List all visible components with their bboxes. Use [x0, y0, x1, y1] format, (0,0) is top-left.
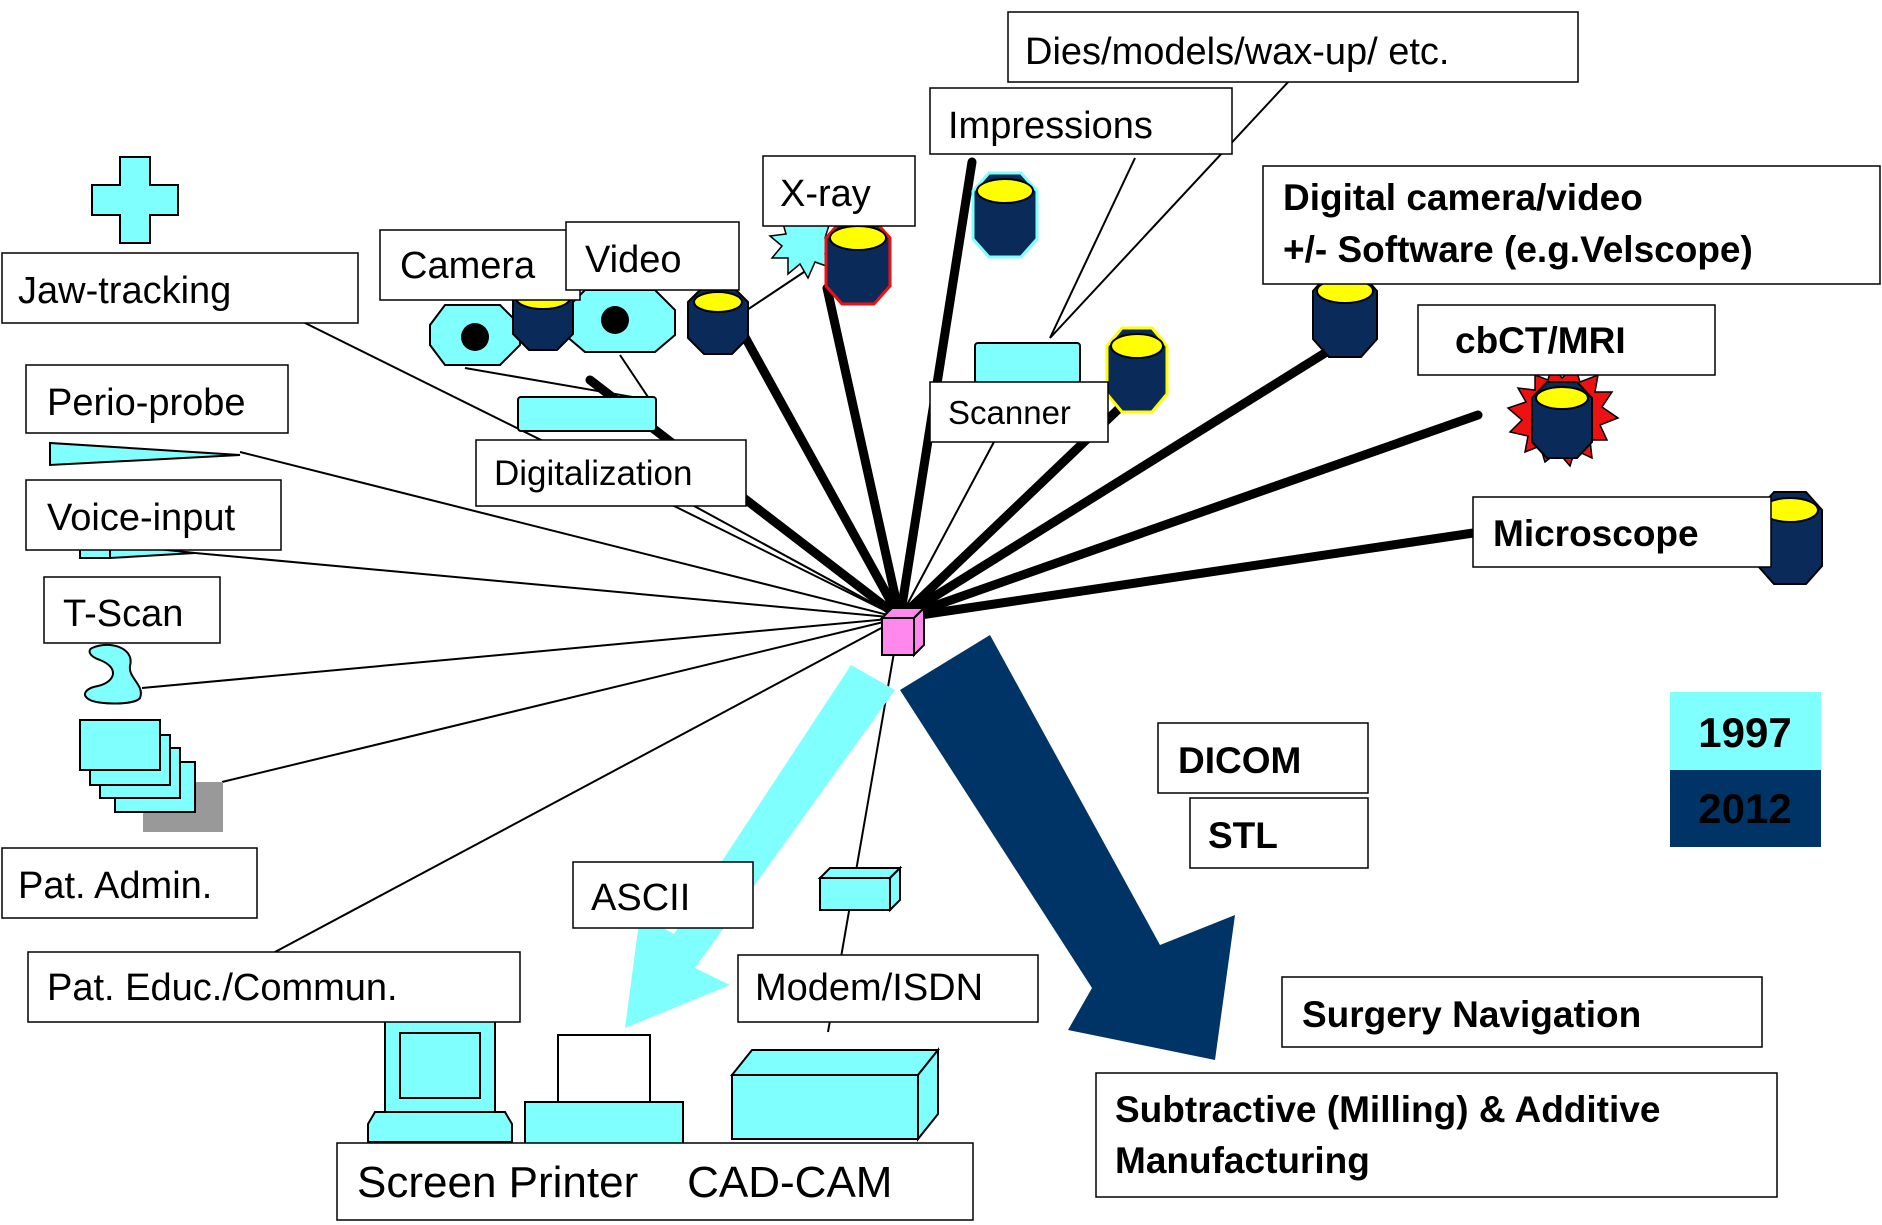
legend-1997-label: 1997 — [1698, 709, 1791, 756]
perio-probe-box — [25, 364, 289, 434]
pat-admin-icon — [79, 719, 223, 832]
scanner-box — [929, 381, 1109, 443]
thick-connector-digital-camera — [895, 343, 1338, 623]
connector-scanner — [899, 439, 996, 619]
connector-pat-admin — [221, 617, 901, 783]
thick-connector-cbct — [895, 410, 1483, 623]
video-device-icon — [564, 289, 676, 353]
xray-box — [762, 155, 916, 227]
connector-dies — [1049, 79, 1291, 339]
pat-admin-box — [1, 847, 258, 919]
digitalization-box-icon — [517, 396, 657, 432]
subtractive-box — [1095, 1072, 1778, 1198]
modem-box — [737, 954, 1039, 1023]
legend-2012-swatch — [1670, 770, 1821, 847]
camera-device-icon — [429, 304, 521, 366]
pat-educ-box — [27, 951, 521, 1023]
label-texts: Dies/models/wax-up/ etc. Impressions X-r… — [18, 31, 1753, 1207]
output-devices-label: Screen Printer CAD-CAM — [357, 1158, 892, 1207]
connector-t-scan — [141, 617, 901, 689]
connector-voice-input — [194, 552, 901, 619]
t-scan-icon — [83, 643, 142, 705]
stl-label: STL — [1208, 815, 1278, 856]
perio-probe-icon — [49, 441, 241, 467]
legend-2012-label: 2012 — [1698, 785, 1791, 832]
thin-connectors — [141, 79, 1291, 1033]
legend-1997-swatch — [1670, 692, 1821, 770]
eye-icon-scanner — [1105, 326, 1169, 414]
digital-camera-label-line2: +/- Software (e.g.Velscope) — [1283, 229, 1753, 270]
t-scan-label: T-Scan — [63, 593, 183, 635]
arrow-2012-manufacturing — [900, 635, 1235, 1060]
subtractive-label-line2: Manufacturing — [1115, 1140, 1370, 1181]
digitalization-label: Digitalization — [494, 454, 692, 493]
perio-probe-label: Perio-probe — [47, 382, 246, 424]
dicom-box — [1157, 722, 1369, 794]
thick-connector-xray — [822, 283, 905, 623]
screen-icon — [367, 1019, 513, 1143]
digitalization-box — [475, 439, 747, 507]
voice-input-label: Voice-input — [47, 497, 235, 539]
printer-icon — [524, 1034, 684, 1145]
jaw-tracking-label: Jaw-tracking — [18, 270, 231, 312]
jaw-tracking-icon — [91, 156, 179, 244]
thick-connector-microscope — [895, 527, 1485, 623]
ascii-label: ASCII — [591, 877, 690, 919]
voice-input-box — [25, 479, 282, 551]
surgery-navigation-box — [1281, 976, 1763, 1048]
eye-icon-cbct — [1531, 381, 1593, 459]
pat-admin-label: Pat. Admin. — [18, 865, 212, 907]
connector-perio-probe — [239, 451, 901, 619]
connector-pat-educ — [274, 617, 901, 953]
impressions-label: Impressions — [948, 105, 1153, 147]
dies-label: Dies/models/wax-up/ etc. — [1025, 31, 1450, 73]
digital-camera-box — [1262, 165, 1881, 285]
video-box — [565, 221, 740, 291]
eye-icon-microscope — [1757, 491, 1823, 585]
scanner-label: Scanner — [948, 394, 1071, 431]
stl-box — [1189, 797, 1369, 869]
cad-cam-icon — [729, 1047, 941, 1142]
surgery-navigation-label: Surgery Navigation — [1302, 994, 1641, 1035]
scanner-device-icon — [974, 342, 1081, 384]
connector-camera-digitalization — [464, 367, 651, 401]
camera-label: Camera — [400, 245, 536, 287]
xray-label: X-ray — [780, 173, 871, 215]
eye-icon-digital-camera — [1312, 272, 1378, 358]
pat-educ-label: Pat. Educ./Commun. — [47, 967, 398, 1009]
eye-icon-xray — [824, 218, 892, 306]
impressions-box — [929, 87, 1233, 155]
subtractive-label-line1: Subtractive (Milling) & Additive — [1115, 1089, 1660, 1130]
dicom-label: DICOM — [1178, 740, 1301, 781]
modem-icon — [817, 865, 903, 913]
t-scan-box — [43, 576, 221, 644]
ascii-box — [572, 861, 754, 929]
cbct-box — [1417, 304, 1716, 376]
microscope-label: Microscope — [1493, 513, 1699, 554]
output-devices-box — [336, 1142, 974, 1221]
legend: 1997 2012 — [1670, 692, 1821, 847]
digital-camera-label-line1: Digital camera/video — [1283, 177, 1643, 218]
modem-label: Modem/ISDN — [755, 967, 983, 1009]
label-boxes — [1, 11, 1881, 1221]
jaw-tracking-box — [1, 252, 359, 324]
camera-box — [379, 229, 581, 301]
connector-impressions — [1049, 157, 1136, 339]
cbct-label: cbCT/MRI — [1455, 320, 1626, 361]
hub-cube — [879, 605, 927, 658]
eye-icon-impressions — [971, 171, 1039, 259]
connector-video-digitalization — [619, 354, 651, 401]
video-label: Video — [585, 239, 682, 281]
eye-icon-video — [687, 285, 749, 355]
thick-connector-video — [735, 323, 905, 623]
dies-box — [1007, 11, 1579, 83]
arrow-1997-ascii — [625, 665, 895, 1028]
microscope-box — [1472, 496, 1772, 568]
